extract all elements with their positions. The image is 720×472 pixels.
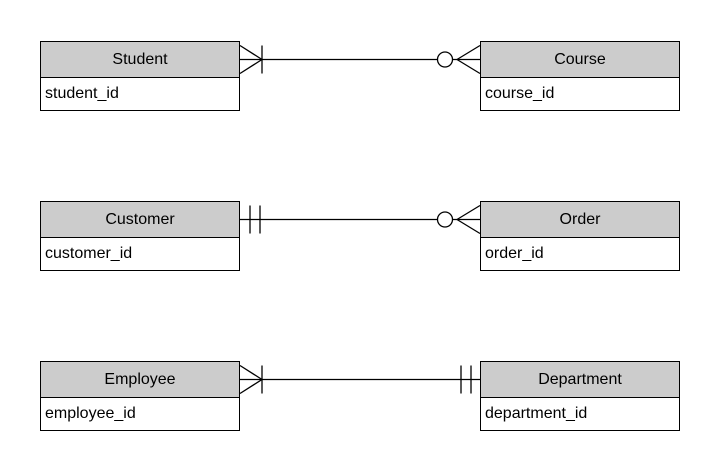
crows-foot-icon [456,44,481,75]
crows-foot-icon [239,44,263,75]
crows-foot-icon [239,364,263,395]
one-or-many-symbol [239,44,263,75]
entity-title: Customer [41,202,239,238]
entity-title: Employee [41,362,239,398]
relationship-employee-department [239,364,480,395]
entity-attribute: department_id [481,398,679,430]
entity-course: Course course_id [480,41,680,111]
crows-foot-icon [456,204,481,235]
exactly-one-symbol [460,365,472,394]
zero-or-many-symbol [436,204,481,235]
entity-attribute: customer_id [41,238,239,270]
entity-attribute: order_id [481,238,679,270]
optional-circle-icon [436,51,454,68]
entity-employee: Employee employee_id [40,361,240,431]
entity-order: Order order_id [480,201,680,271]
entity-student: Student student_id [40,41,240,111]
entity-attribute: student_id [41,78,239,110]
entity-attribute: course_id [481,78,679,110]
entity-title: Course [481,42,679,78]
zero-or-many-symbol [436,44,481,75]
entity-attribute: employee_id [41,398,239,430]
entity-title: Order [481,202,679,238]
optional-circle-icon [436,211,454,228]
entity-department: Department department_id [480,361,680,431]
entity-title: Department [481,362,679,398]
one-or-many-symbol [239,364,263,395]
relationship-student-course [239,44,481,75]
entity-title: Student [41,42,239,78]
entity-customer: Customer customer_id [40,201,240,271]
exactly-one-symbol [249,205,261,234]
relationship-customer-order [240,204,481,235]
